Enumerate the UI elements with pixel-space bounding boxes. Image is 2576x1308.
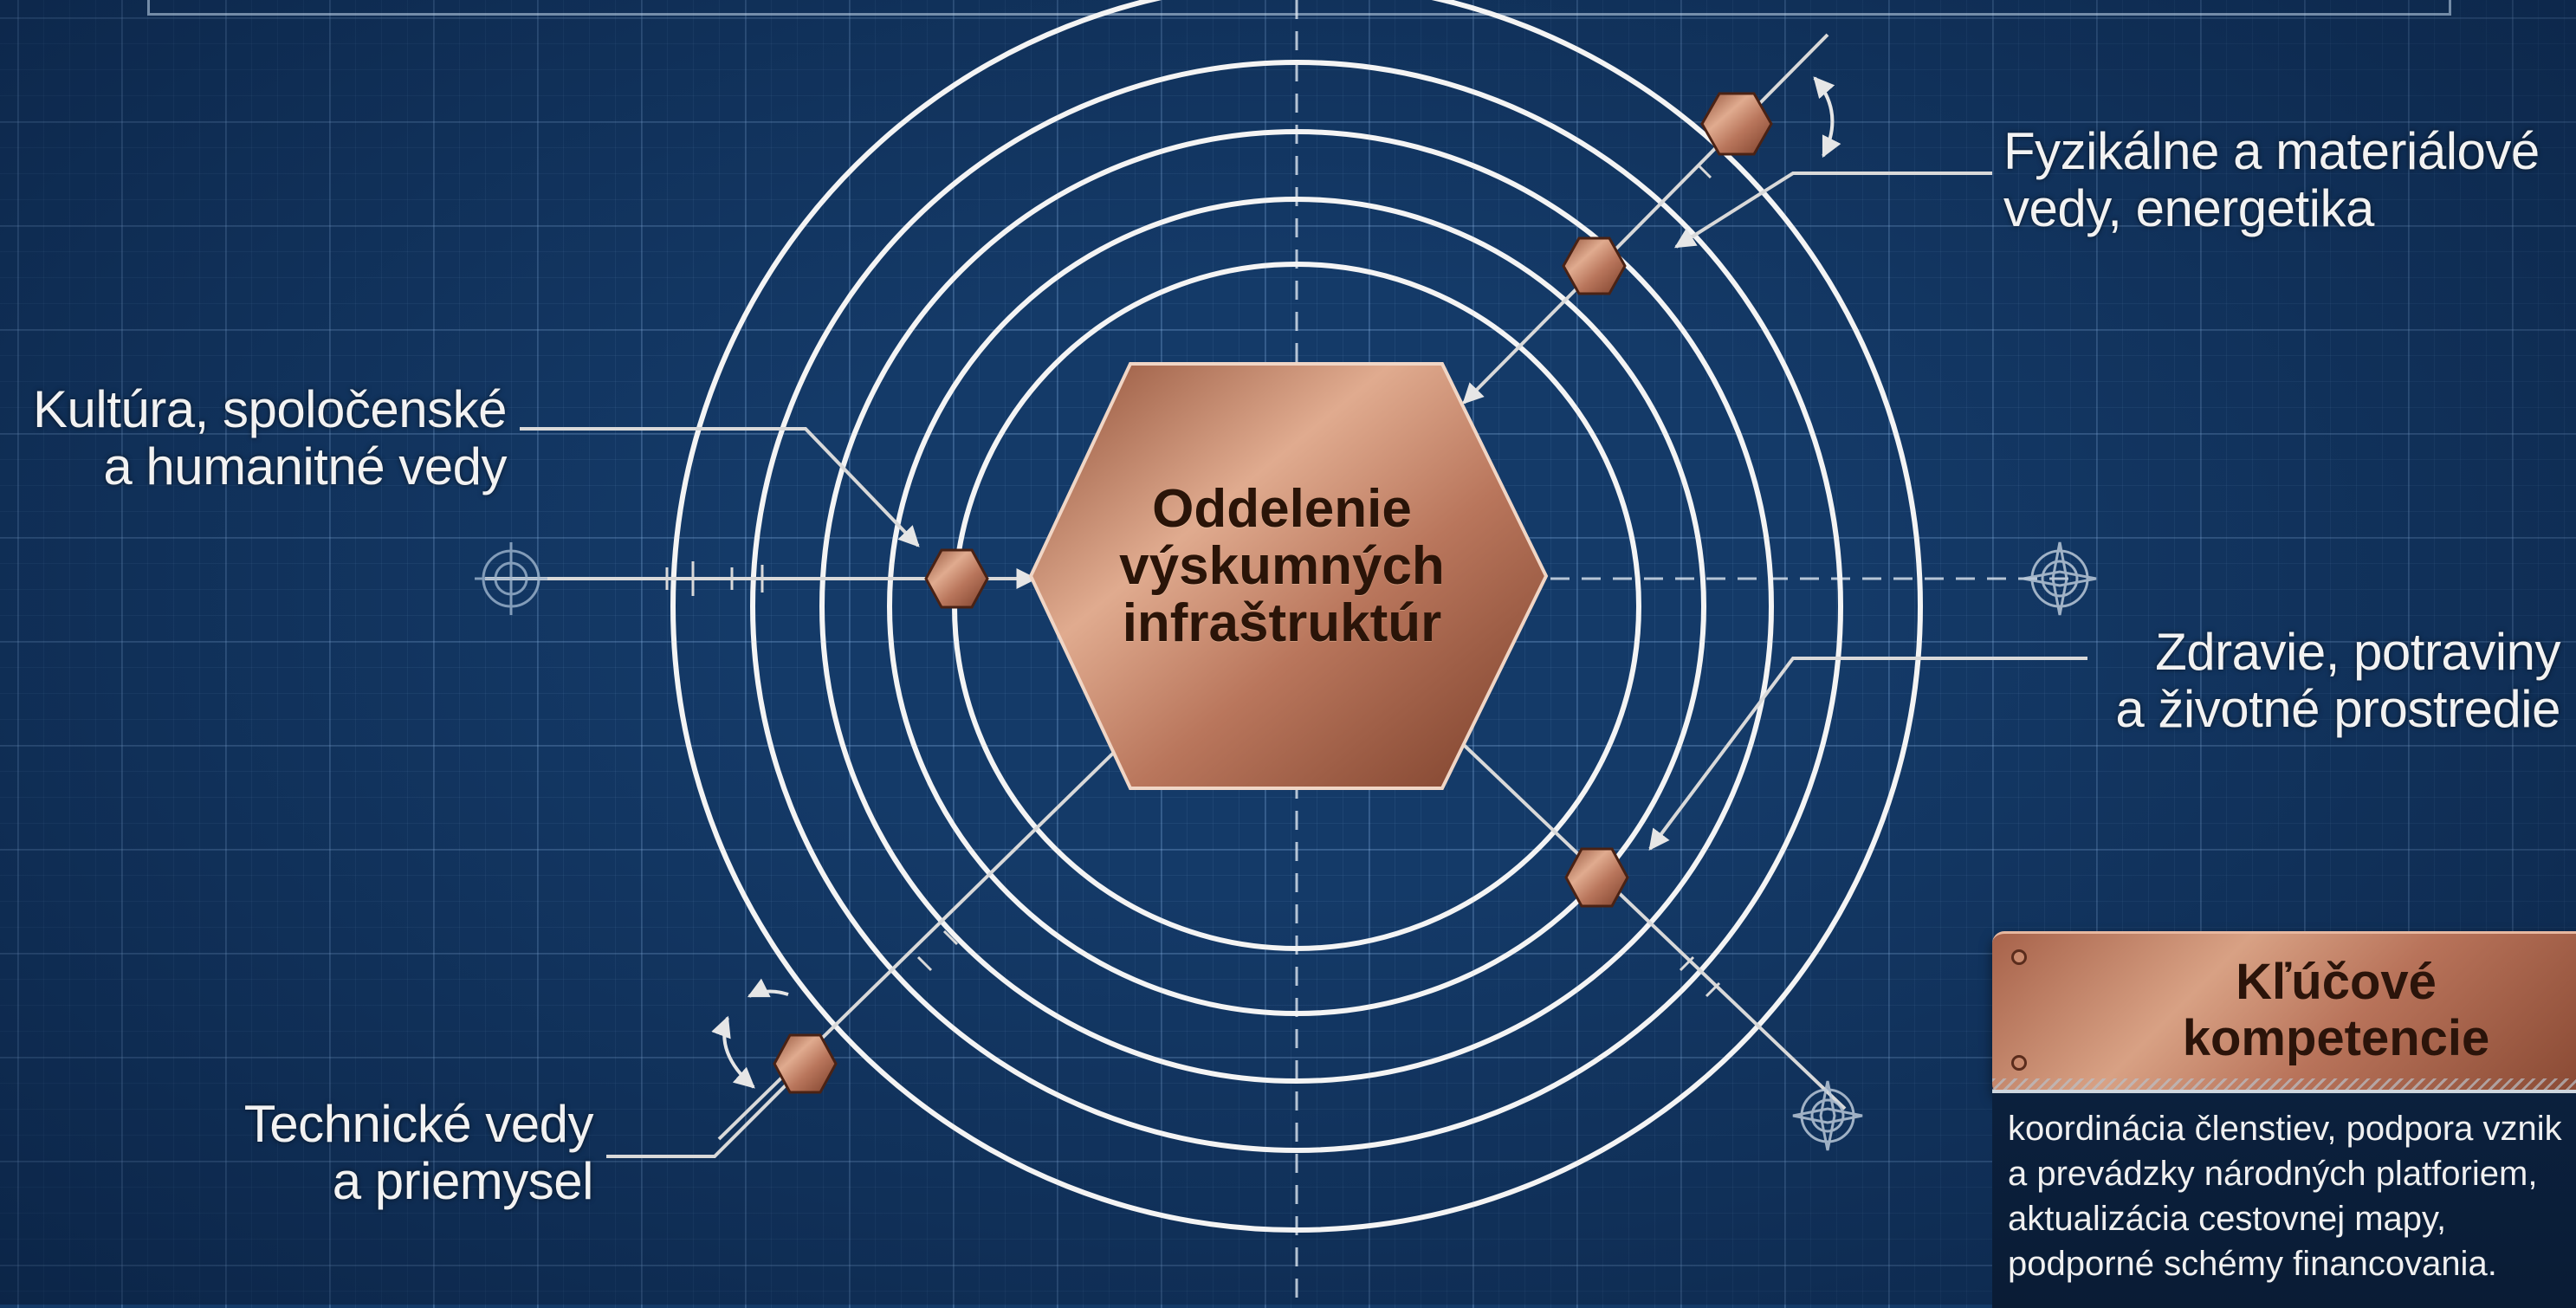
ring-4	[750, 60, 1843, 1153]
screw-icon	[2011, 1055, 2027, 1071]
hatch-divider	[1992, 1078, 2576, 1091]
label-health-line2: a životné prostredie	[2115, 680, 2560, 738]
label-culture-line2: a humanitné vedy	[103, 437, 507, 495]
label-health: Zdravie, potraviny a životné prostredie	[2018, 624, 2560, 738]
compass-rose-icon	[1792, 1080, 1863, 1151]
leader-culture	[520, 427, 920, 547]
label-physical-line2: vedy, energetika	[2003, 179, 2374, 237]
label-health-line1: Zdravie, potraviny	[2155, 623, 2560, 681]
hexagon-nodes[interactable]	[773, 92, 1773, 1094]
ring-3	[819, 129, 1774, 1084]
label-technical: Technické vedy a priemysel	[173, 1095, 594, 1210]
label-physical-sciences: Fyzikálne a materiálové vedy, energetika	[2003, 123, 2540, 237]
axis-lines	[1295, 0, 2070, 1305]
center-hexagon	[1028, 362, 1549, 790]
competences-title-line1: Kľúčové	[2236, 954, 2437, 1010]
node-health	[1564, 847, 1629, 908]
label-culture-line1: Kultúra, spoločenské	[33, 380, 508, 438]
ring-2	[887, 197, 1706, 1016]
connector-technical	[717, 735, 1132, 1141]
center-title-line3: infraštruktúr	[1122, 593, 1442, 653]
leader-health	[1648, 657, 2087, 851]
label-physical-line1: Fyzikálne a materiálové	[2003, 122, 2540, 180]
label-culture: Kultúra, spoločenské a humanitné vedy	[0, 380, 508, 495]
curved-arrow-icon	[747, 978, 789, 998]
top-frame	[147, 0, 2451, 16]
node-physical-outer	[1700, 92, 1773, 156]
center-title-line2: výskumných	[1119, 536, 1445, 596]
label-technical-line2: a priemysel	[332, 1152, 594, 1210]
curved-arrow-icons	[711, 76, 1841, 1089]
curved-arrow-icon	[711, 1015, 755, 1089]
competences-title-line2: kompetencie	[2182, 1010, 2490, 1066]
node-technical	[773, 1033, 838, 1094]
label-technical-line1: Technické vedy	[243, 1095, 594, 1153]
competences-title-plate: Kľúčové kompetencie	[1992, 931, 2576, 1097]
connector-physical	[1462, 33, 1829, 405]
center-title-line1: Oddelenie	[1152, 479, 1412, 539]
competences-panel: koordinácia členstiev, podpora vznik a p…	[1992, 1090, 2576, 1308]
ring-5	[670, 0, 1923, 1233]
node-culture	[924, 548, 989, 609]
center-title: Oddelenie výskumných infraštruktúr	[1074, 481, 1490, 652]
leader-technical	[606, 1064, 807, 1158]
leader-physical	[1673, 172, 1992, 249]
node-physical-inner	[1562, 236, 1627, 295]
competences-line: koordinácia členstiev, podpora vznik	[2008, 1110, 2562, 1148]
competences-line: podporné schémy financovania.	[2008, 1245, 2497, 1283]
competences-line: a prevádzky národných platforiem,	[2008, 1155, 2538, 1193]
connector-health	[1462, 743, 1847, 1111]
screw-icon	[2011, 949, 2027, 965]
competences-line: aktualizácia cestovnej mapy,	[2008, 1200, 2447, 1238]
curved-arrow-icon	[1813, 76, 1841, 159]
compass-rose-icon	[2023, 541, 2097, 616]
tick-marks	[665, 137, 1738, 998]
crosshair-icon	[475, 542, 547, 615]
